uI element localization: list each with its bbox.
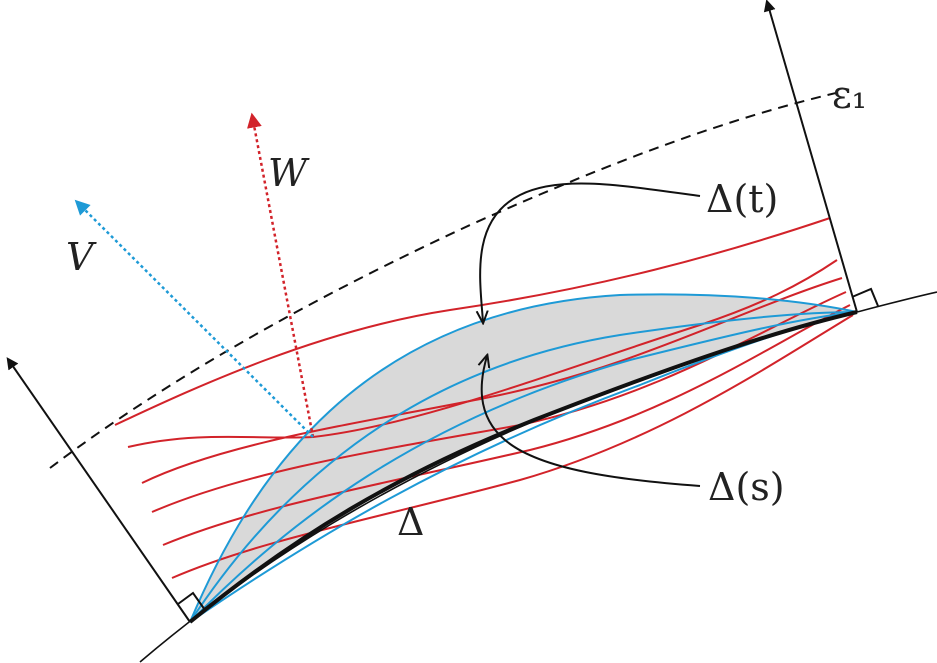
delta-t-leader bbox=[480, 182, 701, 322]
blue-curve-2 bbox=[189, 311, 858, 623]
delta-s-leader bbox=[482, 356, 701, 487]
left-right-angle-mark bbox=[177, 591, 206, 611]
right-right-angle-mark bbox=[851, 287, 879, 307]
v-vector bbox=[74, 199, 314, 438]
w-label: W bbox=[268, 151, 310, 195]
red-curve-2 bbox=[127, 259, 838, 448]
delta-t-region bbox=[190, 294, 857, 622]
blue-curve-top bbox=[189, 293, 858, 623]
red-curve-6 bbox=[171, 314, 854, 579]
right-normal-arrow bbox=[763, 0, 858, 313]
red-curve-1 bbox=[114, 217, 831, 426]
epsilon-1-label: ε₁ bbox=[832, 73, 867, 117]
red-curve-family bbox=[114, 217, 854, 579]
red-curve-5 bbox=[162, 304, 851, 546]
v-label: V bbox=[66, 235, 97, 279]
left-normal-arrow bbox=[6, 357, 191, 623]
delta-t-label: Δ(t) bbox=[706, 177, 778, 221]
red-curve-3 bbox=[141, 277, 843, 484]
delta-s-label: Δ(s) bbox=[708, 465, 785, 509]
delta-label: Δ bbox=[397, 500, 424, 544]
base-curve-delta-thick bbox=[188, 310, 858, 624]
blue-curve-3 bbox=[189, 311, 858, 623]
